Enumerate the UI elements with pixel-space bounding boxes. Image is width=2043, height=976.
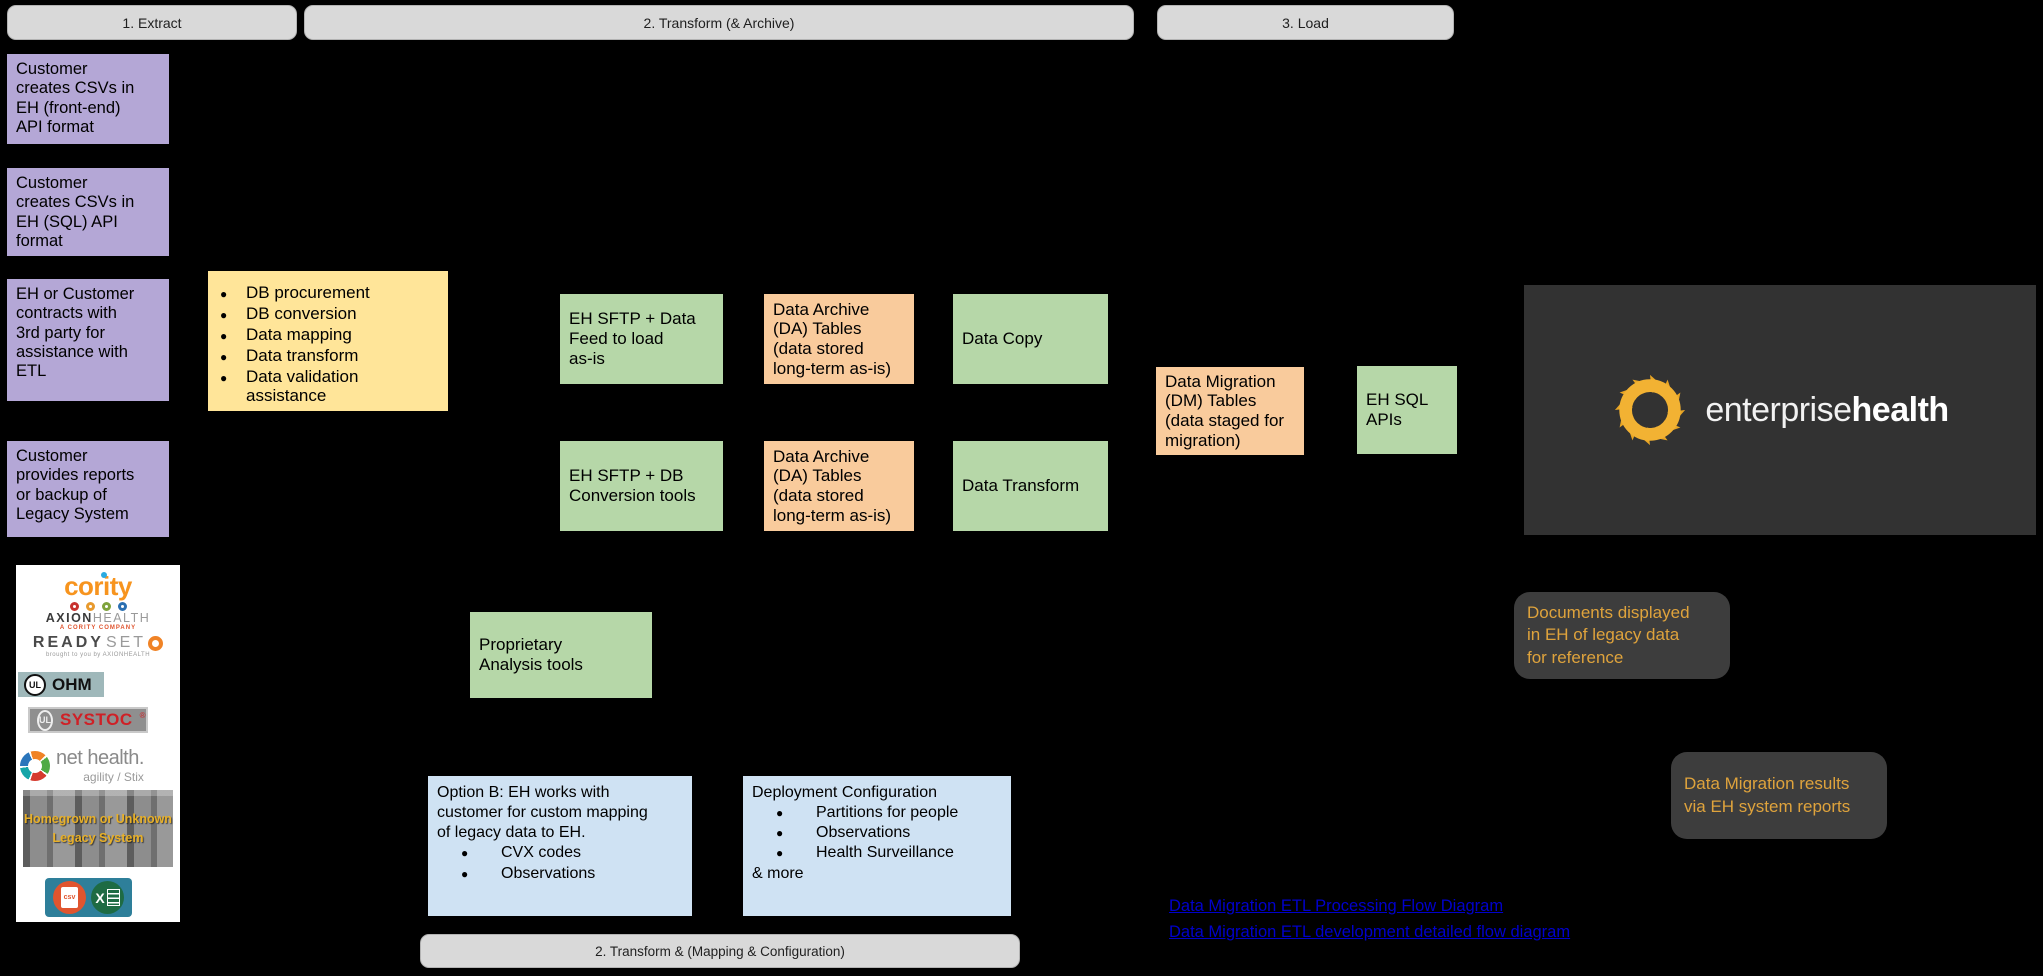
net-health-subtitle: agility / Stix (83, 770, 144, 784)
axion-dot-red-icon (69, 602, 79, 611)
systoc-wordmark: SYSTOC (60, 710, 133, 729)
legacy-system-caption: Homegrown or Unknown Legacy System (24, 812, 172, 845)
stage-header-transform-mapping: 2. Transform & (Mapping & Configuration) (420, 934, 1020, 968)
axion-dot-orange-icon (85, 602, 95, 611)
related-diagram-links: Data Migration ETL Processing Flow Diagr… (1169, 893, 1570, 945)
deployment-item: Partitions for people (770, 803, 1002, 823)
net-health-wordmark: net health. (56, 747, 144, 769)
deployment-title: Deployment Configuration (752, 784, 937, 801)
flow-box-data-copy: Data Copy (953, 294, 1108, 384)
option-b-item: Observations (455, 864, 683, 884)
service-item: DB conversion (220, 304, 442, 324)
net-health-ring-icon (20, 750, 50, 781)
deployment-list: Partitions for people Observations Healt… (752, 803, 1002, 863)
option-b-intro: Option B: EH works with customer for cus… (437, 784, 648, 842)
stage-header-load-label: 3. Load (1282, 14, 1329, 31)
axion-tagline: A CORITY COMPANY (59, 625, 137, 631)
axion-dots-icon (16, 602, 180, 611)
registered-mark: ® (139, 711, 146, 720)
spreadsheet-grid-icon (106, 889, 120, 906)
flow-box-eh-sql-apis: EH SQL APIs (1357, 366, 1457, 454)
enterprise-health-wordmark: enterprisehealth (1705, 390, 1950, 430)
extract-box-csv-frontend: Customer creates CSVs in EH (front-end) … (7, 54, 169, 144)
deployment-item: Observations (770, 823, 1002, 843)
note-documents-reference: Documents displayed in EH of legacy data… (1514, 592, 1730, 679)
legacy-vendors-panel: cority AXIONHEALTH A CORITY COMPANY READ… (16, 565, 180, 922)
readyset-tagline: brought to you by AXIONHEALTH (45, 652, 151, 658)
service-item: Data mapping (220, 325, 442, 345)
axion-dot-green-icon (101, 602, 111, 611)
flow-box-data-archive-tables-1: Data Archive (DA) Tables (data stored lo… (764, 294, 914, 384)
note-dm-results: Data Migration results via EH system rep… (1671, 752, 1887, 839)
axion-health-logo: AXIONHEALTH A CORITY COMPANY (16, 602, 180, 631)
stage-header-extract-label: 1. Extract (122, 14, 182, 31)
stage-header-transform-archive: 2. Transform (& Archive) (304, 5, 1134, 40)
cority-i-dot-icon (101, 572, 108, 578)
stage-header-extract: 1. Extract (7, 5, 297, 40)
axion-dot-blue-icon (117, 602, 127, 611)
option-b-list: CVX codes Observations (437, 843, 683, 883)
cority-wordmark: cority (64, 571, 132, 601)
link-etl-development-detailed-flow-diagram[interactable]: Data Migration ETL development detailed … (1169, 923, 1571, 941)
option-b-item: CVX codes (455, 843, 683, 863)
stage-header-transform-mapping-label: 2. Transform & (Mapping & Configuration) (595, 943, 845, 959)
ohm-wordmark: OHM (52, 674, 92, 694)
deployment-item: Health Surveillance (770, 843, 1002, 863)
third-party-services-list: DB procurement DB conversion Data mappin… (208, 271, 448, 406)
net-health-logo: net health. agility / Stix (20, 747, 180, 784)
enterprise-health-panel: enterprisehealth (1524, 285, 2036, 535)
stage-header-load: 3. Load (1157, 5, 1454, 40)
file-format-icons: csv X (45, 878, 132, 917)
csv-file-icon: csv (53, 881, 86, 914)
extract-box-csv-sql: Customer creates CSVs in EH (SQL) API fo… (7, 168, 169, 256)
legacy-system-photo: Homegrown or Unknown Legacy System (23, 790, 173, 867)
enterprise-health-wordmark-bold: health (1851, 390, 1950, 429)
deployment-configuration-box: Deployment Configuration Partitions for … (743, 776, 1011, 916)
enterprise-health-gear-icon (1615, 374, 1686, 446)
axion-health-wordmark: AXIONHEALTH (45, 611, 151, 625)
third-party-services-box: DB procurement DB conversion Data mappin… (208, 271, 448, 411)
ul-badge-icon: UL (37, 709, 53, 731)
deployment-footer: & more (752, 864, 804, 882)
option-b-mapping-box: Option B: EH works with customer for cus… (428, 776, 692, 916)
ohm-logo: UL OHM (18, 672, 104, 697)
readyset-o-icon (148, 635, 164, 651)
link-etl-processing-flow-diagram[interactable]: Data Migration ETL Processing Flow Diagr… (1169, 897, 1504, 915)
service-item: Data validation assistance (220, 367, 442, 407)
flow-box-data-archive-tables-2: Data Archive (DA) Tables (data stored lo… (764, 441, 914, 531)
service-item: DB procurement (220, 283, 442, 303)
extract-box-reports-backup: Customer provides reports or backup of L… (7, 441, 169, 537)
ul-badge-icon: UL (24, 673, 46, 696)
flow-box-dm-tables: Data Migration (DM) Tables (data staged … (1156, 367, 1304, 455)
flow-box-sftp-data-feed: EH SFTP + Data Feed to load as-is (560, 294, 723, 384)
excel-file-icon: X (91, 881, 124, 914)
flow-box-sftp-db-conversion: EH SFTP + DB Conversion tools (560, 441, 723, 531)
flow-box-data-transform: Data Transform (953, 441, 1108, 531)
stage-header-transform-archive-label: 2. Transform (& Archive) (643, 14, 795, 31)
service-item: Data transform (220, 346, 442, 366)
cority-logo: cority (16, 571, 180, 602)
extract-box-third-party: EH or Customer contracts with 3rd party … (7, 279, 169, 401)
flow-box-proprietary-analysis: Proprietary Analysis tools (470, 612, 652, 698)
systoc-logo: UL SYSTOC ® (28, 707, 148, 733)
enterprise-health-wordmark-light: enterprise (1705, 390, 1852, 429)
